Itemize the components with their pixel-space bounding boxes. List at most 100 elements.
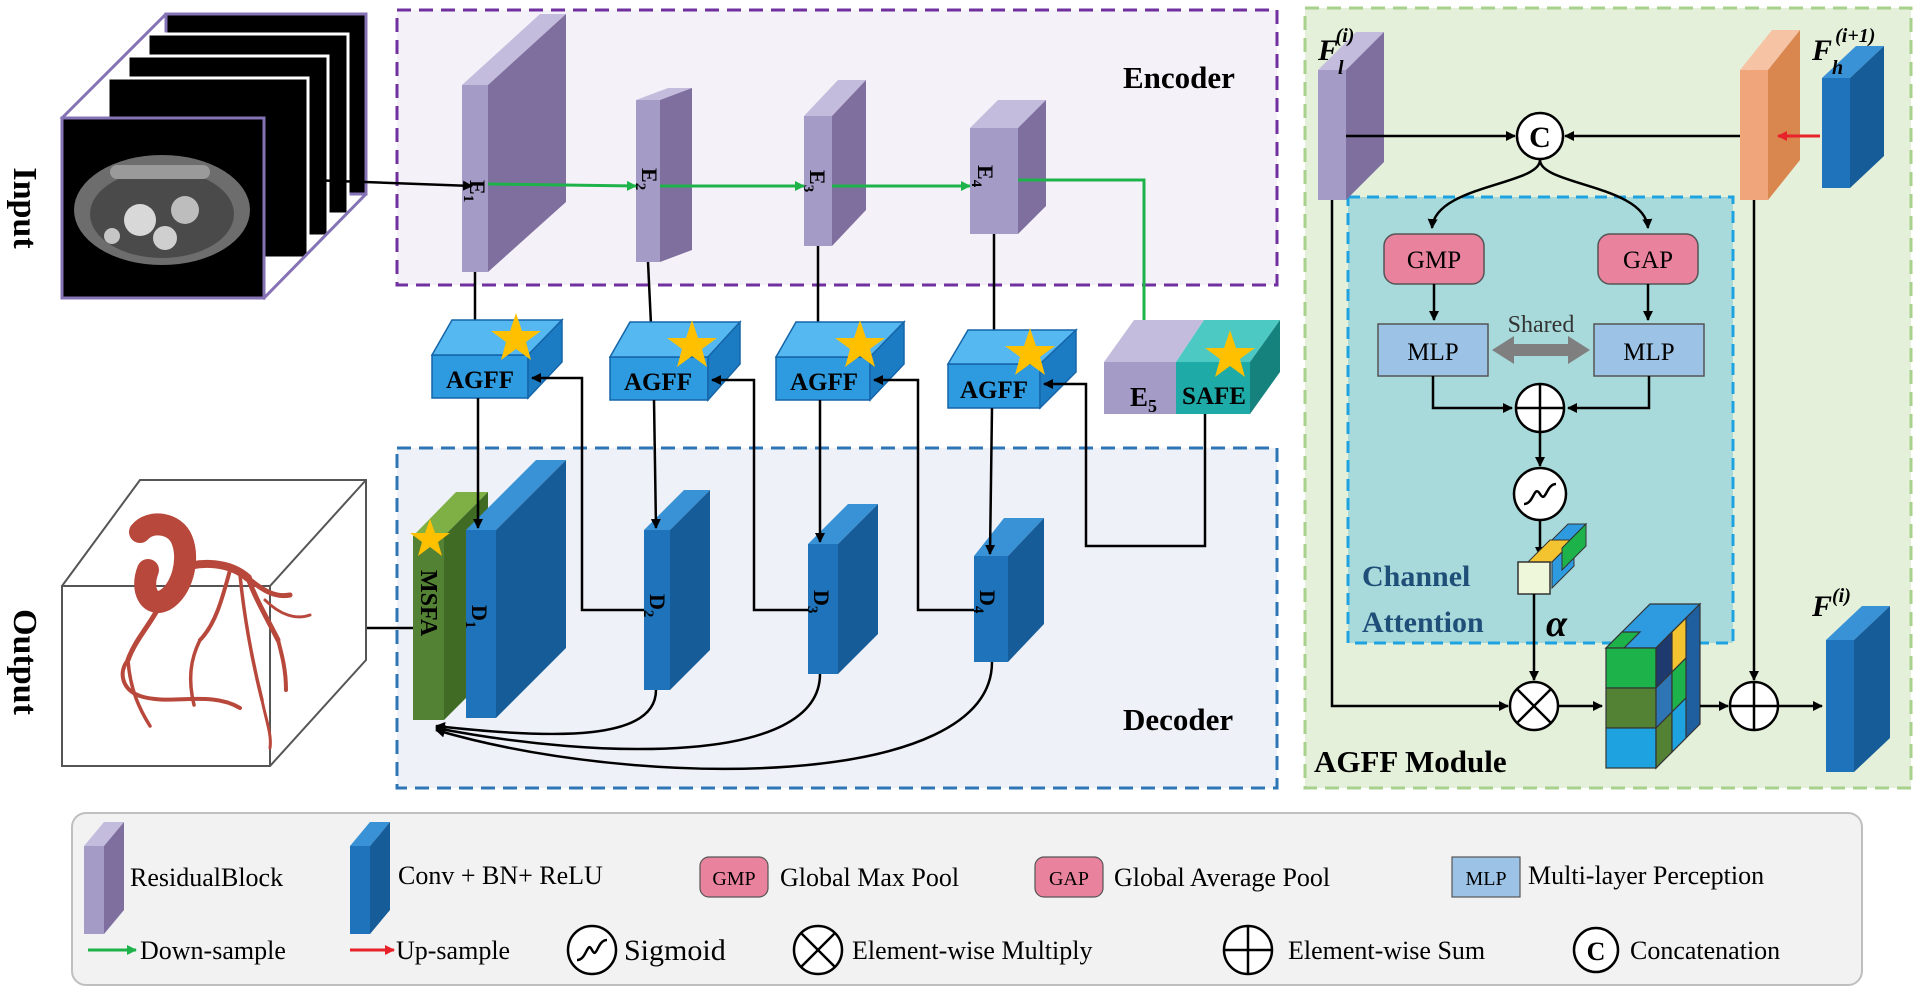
concat-to-gmp-arrow [1427, 159, 1542, 229]
agff-4-star-icon [1005, 328, 1055, 375]
input-image-stack [59, 12, 368, 301]
input-label: Input [6, 167, 43, 249]
d3-to-msfa-curve [435, 673, 822, 751]
encoder-block-e4: E4 [968, 100, 1046, 234]
legend-gap-box-label: GAP [1049, 868, 1089, 890]
agff2-to-d2-arrow [650, 399, 661, 529]
agff-1-star-icon [491, 313, 541, 360]
agff-1-label: AGFF [446, 367, 514, 394]
encoder-block-e1: E1 [460, 14, 566, 272]
d2-label: D2 [640, 594, 670, 617]
alpha-label: α [1546, 603, 1568, 645]
weighted-feature-cube [1604, 602, 1702, 770]
fh-upsampled-block [1740, 30, 1800, 200]
legend-down-sample: Down-sample [140, 936, 286, 965]
legend-concat: Concatenation [1630, 936, 1780, 965]
legend-mlp-box-label: MLP [1465, 868, 1506, 890]
legend-residual-block: ResidualBlock [130, 863, 283, 892]
sigmoid-node [1512, 466, 1568, 522]
d2-to-agff1-arrow [531, 373, 644, 612]
d4-label: D4 [970, 590, 1000, 614]
channel-attention-line2: Attention [1362, 606, 1484, 639]
d3-label: D3 [804, 590, 834, 613]
decoder-block-d1: D1 [462, 460, 566, 718]
legend-sigmoid: Sigmoid [624, 934, 726, 967]
ct-front-slice [60, 116, 266, 300]
d2-to-msfa-curve [435, 689, 658, 736]
final-sum-node [1728, 680, 1780, 732]
legend-mlp-desc: Multi-layer Perception [1528, 861, 1764, 890]
agff-module-title: AGFF Module [1314, 744, 1507, 779]
shared-double-arrow [1492, 336, 1590, 364]
attention-weight-cube [1517, 522, 1588, 595]
legend-sum-icon [1222, 924, 1274, 976]
e3-label: E3 [800, 170, 830, 192]
legend-multiply-icon [792, 924, 844, 976]
mlp-box-left [1377, 323, 1489, 377]
fl-label: Fl(i) [1317, 25, 1354, 79]
d1-label: D1 [462, 605, 492, 628]
safe-label: SAFE [1182, 383, 1246, 410]
legend-gmp-desc: Global Max Pool [780, 863, 959, 892]
mlp-box-right [1593, 323, 1705, 377]
encoder-block-e2: E2 [632, 88, 692, 262]
agff-3-label: AGFF [790, 369, 858, 396]
d4-to-agff3-arrow [873, 375, 974, 612]
agff-2-label: AGFF [624, 369, 692, 396]
channel-attention-line1: Channel [1362, 560, 1470, 593]
decoder-title: Decoder [1123, 702, 1233, 737]
agff-2-star-icon [667, 320, 717, 367]
legend-sum: Element-wise Sum [1288, 936, 1485, 965]
encoder-block-e3: E3 [800, 80, 866, 246]
legend-gap-desc: Global Average Pool [1114, 863, 1330, 892]
multiply-node [1508, 680, 1560, 732]
legend-mlp-box [1451, 856, 1521, 898]
mlp-right-to-sum [1567, 376, 1651, 413]
legend-gap-box [1034, 856, 1104, 898]
agff-block-1: AGFF [430, 313, 564, 400]
e4-label: E4 [968, 165, 998, 188]
output-3d-volume [61, 479, 367, 767]
agff-block-2: AGFF [608, 320, 742, 402]
legend-conv: Conv + BN+ ReLU [398, 861, 603, 890]
legend-sigmoid-icon [566, 924, 618, 976]
agff-block-3: AGFF [774, 320, 906, 402]
fl-to-multiply-arrow [1330, 200, 1509, 711]
coronary-artery-render [120, 513, 312, 750]
e5-label: E5 [1130, 382, 1157, 416]
gap-box-label: GAP [1623, 247, 1673, 274]
legend-residual-block-icon [84, 822, 124, 934]
safe-to-agff4-arrow [1043, 379, 1207, 548]
legend-conv-icon [350, 822, 390, 934]
d3-to-agff2-arrow [711, 375, 808, 612]
downsample-arrow-e1-e2 [487, 180, 637, 191]
agff-block-4: AGFF [946, 328, 1078, 410]
legend-gmp-box-label: GMP [712, 868, 755, 890]
mlp-left-to-sum [1431, 376, 1513, 413]
d4-to-msfa-curve [435, 661, 994, 771]
decoder-block-d3: D3 [804, 504, 878, 674]
agff4-to-d4-arrow [985, 407, 996, 555]
concat-to-gap-arrow [1538, 159, 1653, 229]
legend-multiply: Element-wise Multiply [852, 936, 1092, 965]
decoder-block-d2: D2 [640, 490, 710, 690]
concat-node [1515, 111, 1565, 161]
output-label: Output [6, 609, 43, 715]
msfa-label: MSFA [415, 570, 441, 637]
encoder-title: Encoder [1123, 60, 1235, 95]
e5-block: E5 [1104, 320, 1204, 416]
fl-input-block [1318, 32, 1384, 200]
gmp-box-label: GMP [1407, 247, 1461, 274]
concat-node-symbol: C [1529, 121, 1551, 154]
input-to-e1-arrow [309, 178, 473, 191]
shared-label: Shared [1508, 312, 1575, 338]
safe-block: SAFE [1176, 320, 1280, 414]
downsample-arrow-e4-e5 [1018, 178, 1149, 353]
fh-label: Fh(i+1) [1811, 25, 1875, 79]
mlp-right-label: MLP [1623, 339, 1674, 366]
ca-sum-node [1514, 382, 1566, 434]
legend-concat-icon [1572, 926, 1620, 974]
safe-star-icon [1205, 330, 1255, 377]
f-output-block [1826, 606, 1890, 772]
